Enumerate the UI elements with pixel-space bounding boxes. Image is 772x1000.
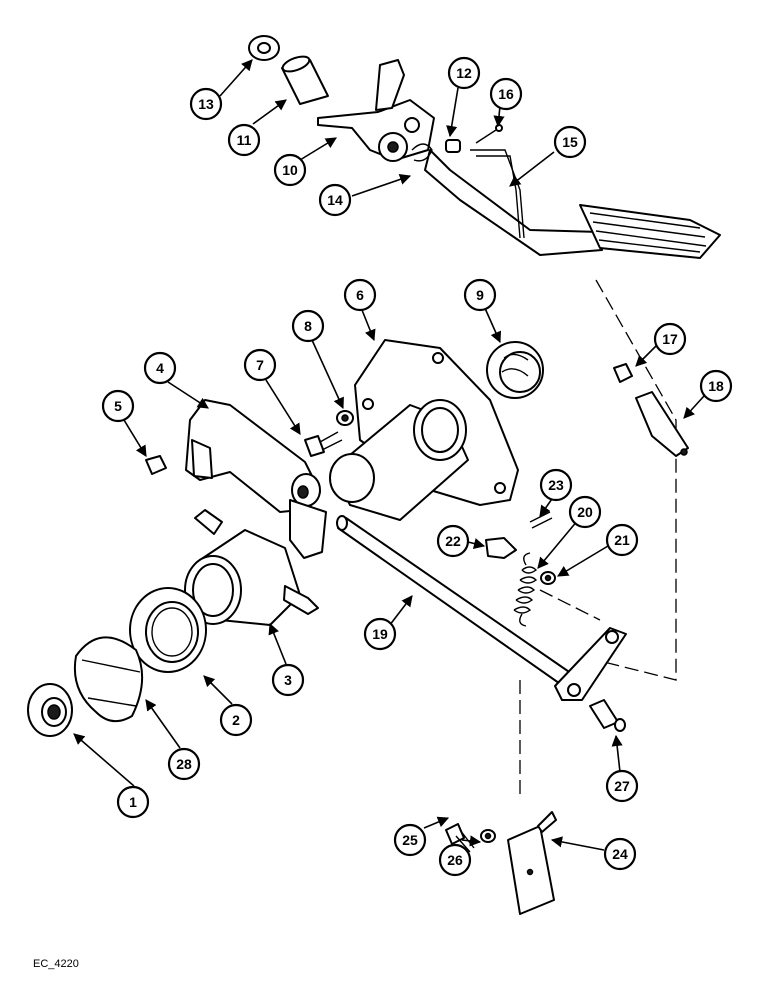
leader-lines (73, 59, 705, 851)
callout-28: 28 (167, 747, 201, 781)
svg-text:20: 20 (577, 504, 593, 520)
callout-26: 26 (438, 843, 472, 877)
callout-20: 20 (568, 495, 602, 529)
svg-text:26: 26 (447, 852, 463, 868)
svg-text:9: 9 (476, 287, 484, 303)
callout-5: 5 (101, 389, 135, 423)
svg-text:24: 24 (612, 846, 628, 862)
callout-24: 24 (603, 837, 637, 871)
callout-22: 22 (436, 524, 470, 558)
svg-text:22: 22 (445, 533, 461, 549)
svg-text:14: 14 (327, 192, 343, 208)
svg-text:8: 8 (304, 318, 312, 334)
callout-8: 8 (291, 309, 325, 343)
callout-4: 4 (143, 351, 177, 385)
cross-shaft (336, 515, 627, 701)
svg-text:13: 13 (198, 96, 214, 112)
callout-2: 2 (219, 703, 253, 737)
screw-washer-plate (445, 811, 557, 915)
svg-text:11: 11 (237, 132, 252, 148)
callout-7: 7 (243, 348, 277, 382)
svg-text:12: 12 (456, 65, 472, 81)
svg-text:25: 25 (402, 832, 418, 848)
bolt-and-washer (304, 410, 354, 457)
svg-text:27: 27 (614, 778, 630, 794)
svg-text:17: 17 (662, 331, 678, 347)
svg-text:18: 18 (708, 378, 724, 394)
callout-9: 9 (463, 278, 497, 312)
thrust-plate (73, 636, 144, 723)
oil-seal (486, 341, 544, 399)
svg-text:6: 6 (356, 287, 364, 303)
alignment-lines (519, 279, 677, 800)
release-fork (185, 399, 327, 559)
callout-12: 12 (447, 56, 481, 90)
svg-text:2: 2 (232, 712, 240, 728)
callout-1: 1 (116, 785, 150, 819)
callout-27: 27 (605, 769, 639, 803)
callout-6: 6 (343, 278, 377, 312)
grease-nipple (589, 699, 626, 732)
callout-25: 25 (393, 823, 427, 857)
callout-10: 10 (273, 153, 307, 187)
svg-text:4: 4 (156, 360, 164, 376)
svg-text:5: 5 (114, 398, 122, 414)
document-code: EC_4220 (33, 958, 79, 970)
svg-text:10: 10 (282, 162, 298, 178)
callout-13: 13 (189, 87, 223, 121)
callout-3: 3 (271, 663, 305, 697)
callout-15: 15 (553, 125, 587, 159)
callout-21: 21 (605, 523, 639, 557)
callout-18: 18 (699, 369, 733, 403)
callout-23: 23 (539, 468, 573, 502)
callout-16: 16 (489, 77, 523, 111)
callout-14: 14 (318, 183, 352, 217)
bush (27, 683, 73, 737)
svg-text:19: 19 (372, 626, 388, 642)
clevis-and-nut (613, 363, 689, 457)
svg-text:28: 28 (176, 756, 192, 772)
callout-11: 11 (227, 123, 261, 157)
spring-and-pin (485, 511, 556, 627)
svg-text:15: 15 (562, 134, 578, 150)
svg-text:1: 1 (129, 794, 137, 810)
svg-text:23: 23 (548, 477, 564, 493)
svg-text:7: 7 (256, 357, 264, 373)
pin (145, 455, 167, 475)
release-bearing (129, 587, 207, 673)
svg-text:3: 3 (284, 672, 292, 688)
callout-19: 19 (363, 617, 397, 651)
release-bearing-housing (329, 339, 519, 521)
svg-text:16: 16 (498, 86, 514, 102)
clutch-pedal-assembly (248, 35, 721, 259)
callout-17: 17 (653, 322, 687, 356)
svg-text:21: 21 (614, 532, 630, 548)
